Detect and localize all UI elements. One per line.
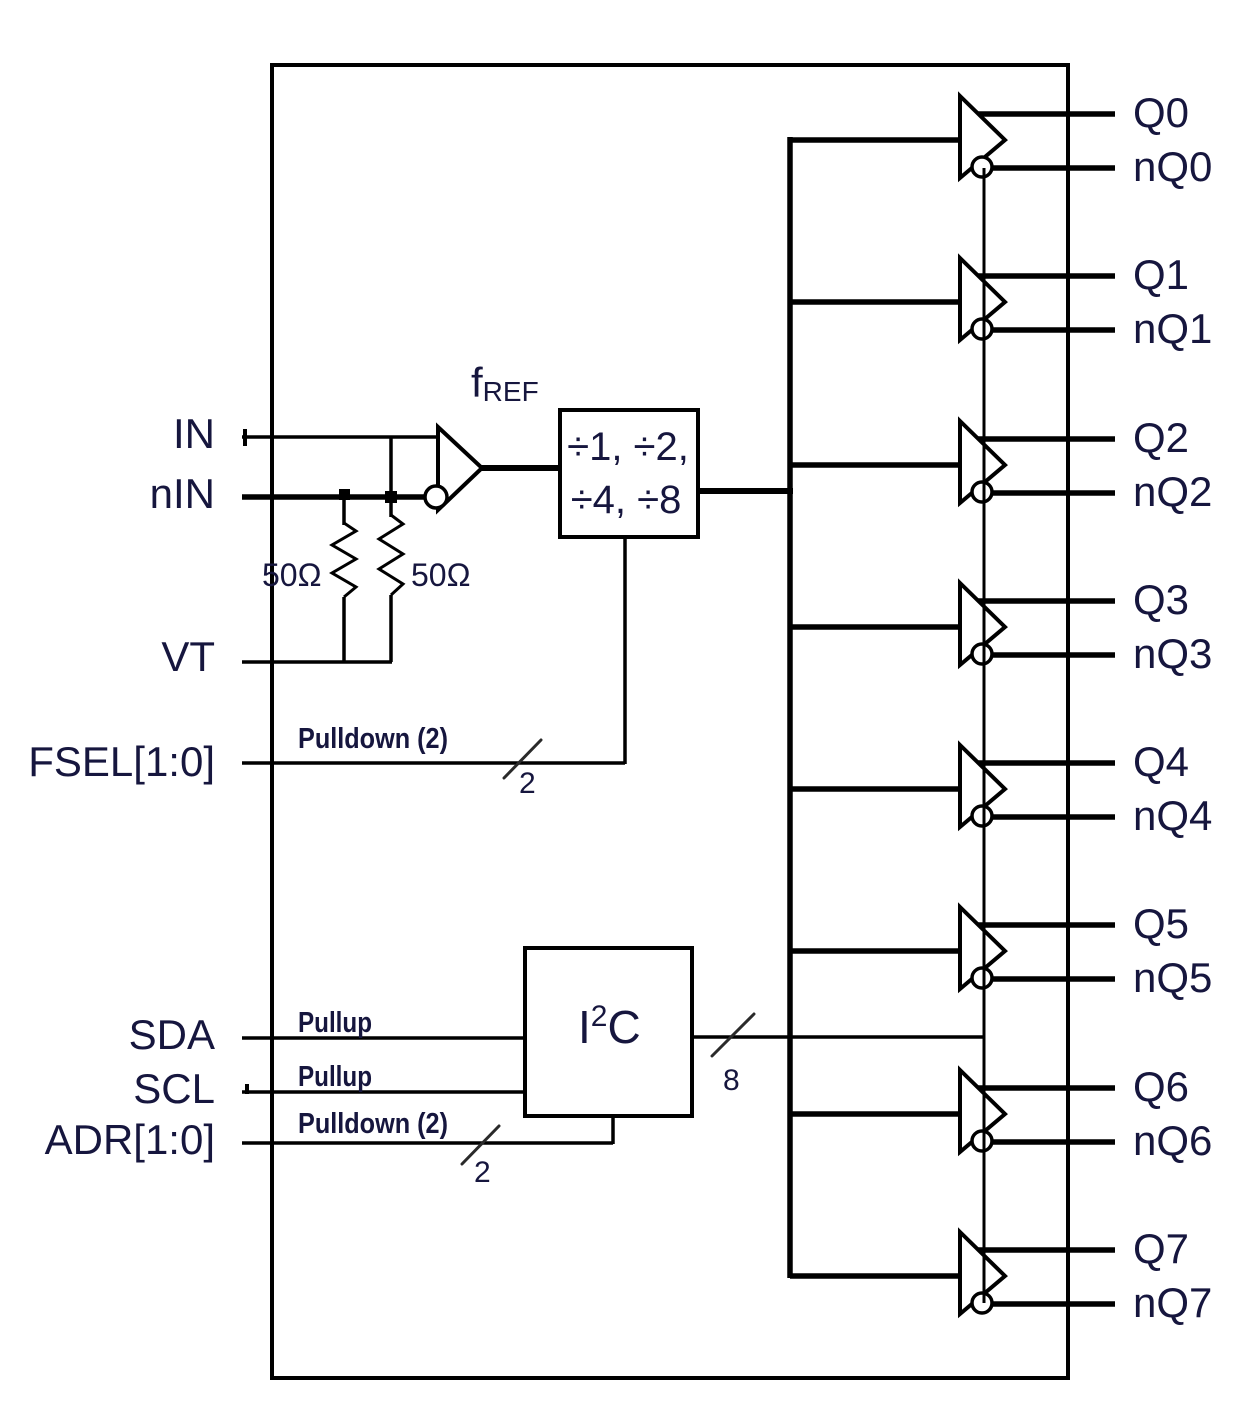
fsel-pulldown-label: Pulldown (2)	[298, 723, 448, 755]
fref-base: f	[471, 359, 483, 406]
nq1-label: nQ1	[1133, 305, 1212, 352]
output-buffer-7: Q7 nQ7	[790, 1225, 1212, 1326]
nq3-label: nQ3	[1133, 630, 1212, 677]
q5-label: Q5	[1133, 900, 1189, 947]
nq2-label: nQ2	[1133, 468, 1212, 515]
output-buffer-5: Q5 nQ5	[790, 900, 1212, 1001]
output-buffer-2: Q2 nQ2	[790, 414, 1212, 515]
fref-label: fREF	[471, 359, 539, 407]
input-receiver-section	[242, 422, 562, 664]
fref-subscript: REF	[483, 376, 539, 407]
chip-outline	[270, 63, 1070, 1380]
port-label-sda: SDA	[129, 1011, 215, 1058]
fsel-bus-slash	[502, 738, 543, 780]
fsel-bus-width: 2	[519, 767, 536, 800]
nq5-label: nQ5	[1133, 954, 1212, 1001]
buffer6-invert-bubble	[970, 1129, 994, 1153]
fsel-control: 2 Pulldown (2)	[242, 537, 627, 800]
nq7-label: nQ7	[1133, 1279, 1212, 1326]
q4-label: Q4	[1133, 738, 1189, 785]
adr-pulldown-label: Pulldown (2)	[298, 1108, 448, 1140]
divider-label-line1: ÷1, ÷2,	[567, 425, 689, 469]
divider-block: ÷1, ÷2, ÷4, ÷8	[558, 408, 700, 539]
termination-resistor-2	[376, 513, 406, 597]
junction-nin-r2	[385, 491, 397, 503]
output-buffer-4: Q4 nQ4	[790, 738, 1212, 839]
port-label-vt: VT	[161, 633, 215, 680]
port-label-scl: SCL	[133, 1065, 215, 1112]
divider-block-box	[558, 408, 700, 539]
output-buffer-3: Q3 nQ3	[790, 576, 1212, 677]
scl-pullup-label: Pullup	[298, 1061, 372, 1093]
junction-nin-r1	[339, 489, 350, 500]
input-buffer-triangle	[436, 422, 485, 515]
output-buffer-1: Q1 nQ1	[790, 251, 1212, 352]
buffer1-invert-bubble	[970, 317, 994, 341]
port-label-in: IN	[173, 410, 215, 457]
buffer5-invert-bubble	[970, 966, 994, 990]
q2-label: Q2	[1133, 414, 1189, 461]
i2c-bus-slash	[710, 1012, 756, 1058]
nq4-label: nQ4	[1133, 792, 1212, 839]
i2c-base: I	[578, 1001, 591, 1053]
i2c-section: I2C 8 2 Pullup Pullup Pulldown (2)	[242, 946, 984, 1189]
buffer7-invert-bubble	[970, 1291, 994, 1315]
q1-label: Q1	[1133, 251, 1189, 298]
q0-label: Q0	[1133, 89, 1189, 136]
q7-label: Q7	[1133, 1225, 1189, 1272]
port-label-nin: nIN	[150, 470, 215, 517]
divider-label-line2: ÷4, ÷8	[571, 478, 682, 522]
buffer0-invert-bubble	[970, 155, 994, 179]
q3-label: Q3	[1133, 576, 1189, 623]
i2c-suffix: C	[607, 1001, 640, 1053]
port-label-fsel: FSEL[1:0]	[28, 738, 215, 785]
q6-label: Q6	[1133, 1063, 1189, 1110]
output-buffer-0: Q0 nQ0	[790, 89, 1212, 190]
i2c-block-label: I2C	[578, 1000, 641, 1053]
adr-bus-width: 2	[474, 1156, 491, 1189]
resistor1-value-label: 50Ω	[262, 557, 322, 593]
input-buffer-invert-bubble	[423, 484, 449, 510]
resistor2-value-label: 50Ω	[411, 557, 471, 593]
i2c-superscript: 2	[591, 1000, 608, 1033]
nq6-label: nQ6	[1133, 1117, 1212, 1164]
buffer4-invert-bubble	[970, 804, 994, 828]
i2c-block-box	[523, 946, 694, 1118]
output-buffer-6: Q6 nQ6	[790, 1063, 1212, 1164]
adr-bus-slash	[460, 1124, 501, 1166]
buffer3-invert-bubble	[970, 642, 994, 666]
port-label-adr: ADR[1:0]	[45, 1116, 215, 1163]
i2c-bus-width: 8	[723, 1064, 740, 1097]
termination-resistor-1	[329, 521, 359, 599]
nq0-label: nQ0	[1133, 143, 1212, 190]
sda-pullup-label: Pullup	[298, 1007, 372, 1039]
buffer2-invert-bubble	[970, 480, 994, 504]
